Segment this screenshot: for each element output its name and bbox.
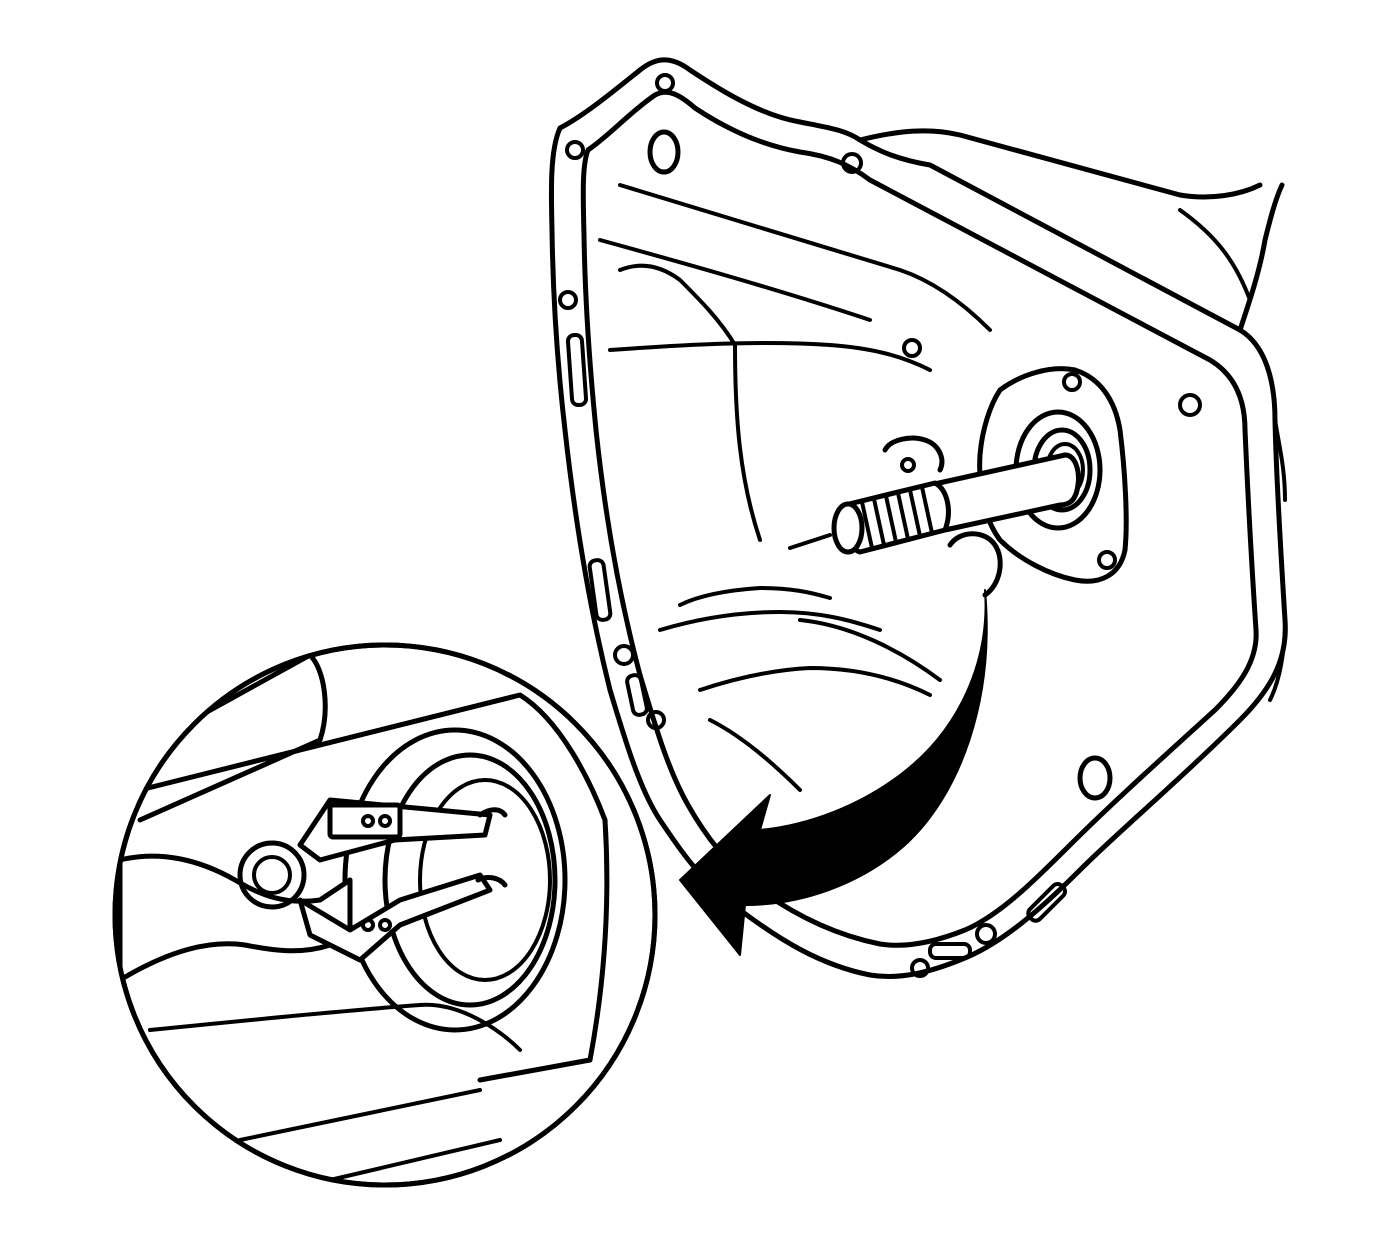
rib-slot [565,333,589,407]
pliers-tip-hole [378,814,392,828]
bell-housing-outer-flange [548,57,1288,980]
detail-inset-border [112,642,658,1188]
case-body-rib [1178,208,1252,302]
case-side-boss [882,435,945,473]
dowel-hole [1077,755,1113,801]
case-body-top-edge [857,128,1263,200]
input-shaft-body [927,452,1081,533]
retainer-bolt [1097,550,1117,570]
retaining-ring-location [947,531,1003,598]
bolt-hole [975,923,997,945]
cavity-left-wall [618,263,737,347]
rib-slot [625,673,649,717]
bell-housing-inner-flange [580,89,1259,948]
pliers-tip-hole [361,814,375,828]
cavity-lower-rib [798,618,942,682]
cavity-lower-rib [678,586,832,607]
rib-slot [587,558,613,622]
pliers-pivot [237,840,307,910]
input-shaft-pilot-end [831,501,865,555]
detail-inset [112,642,658,1188]
pliers-lower-tip [475,875,508,888]
snap-ring-pliers-icon [117,652,610,1182]
retainer-bolt [1062,372,1082,392]
pliers-pivot-inner [252,855,292,895]
rib-slot [928,942,972,960]
cavity-lower-rib [698,666,932,697]
cavity-upper-ridge [618,183,992,332]
bolt-hole [613,644,635,666]
cavity-lower-rib [708,718,802,792]
bolt-hole [841,152,863,174]
bolt-hole [902,338,922,358]
input-shaft [788,452,1081,555]
flange-bolt-holes [558,73,1202,978]
bolt-hole [558,290,578,310]
detail-housing-right [477,817,610,1083]
shift-rod-pointer [788,533,832,550]
case-body-right-edge [1237,182,1285,333]
case-body-rib [1273,418,1287,502]
flange-rib-slots [565,333,1068,960]
pliers-tip-hole [361,918,375,932]
case-body-rib [1268,618,1287,702]
curved-arrow-icon [679,589,988,956]
detail-retaining-ring [418,778,552,982]
detail-bore-ring [382,752,558,1008]
bolt-hole [565,140,585,160]
cavity-lower-rib [658,610,882,632]
boss-hole [900,457,916,473]
cavity-left-wall-2 [733,343,762,542]
cavity-shelf [608,340,932,372]
dowel-hole [647,129,681,175]
spline-teeth [860,485,934,550]
transmission-housing-icon [548,57,1288,980]
bolt-hole [910,958,930,978]
bolt-hole [646,710,666,730]
detail-housing-lower-3 [328,1138,502,1182]
bolt-hole [1178,393,1202,417]
detail-housing-top [137,692,608,823]
rib-slot [1026,881,1068,923]
pliers-upper-tip [477,807,508,818]
pliers-tip-hole [378,918,392,932]
detail-housing-lower-2 [238,1088,482,1142]
bolt-hole [655,73,675,93]
cavity-upper-ridge-2 [598,238,872,322]
detail-bore-outer [342,727,568,1033]
